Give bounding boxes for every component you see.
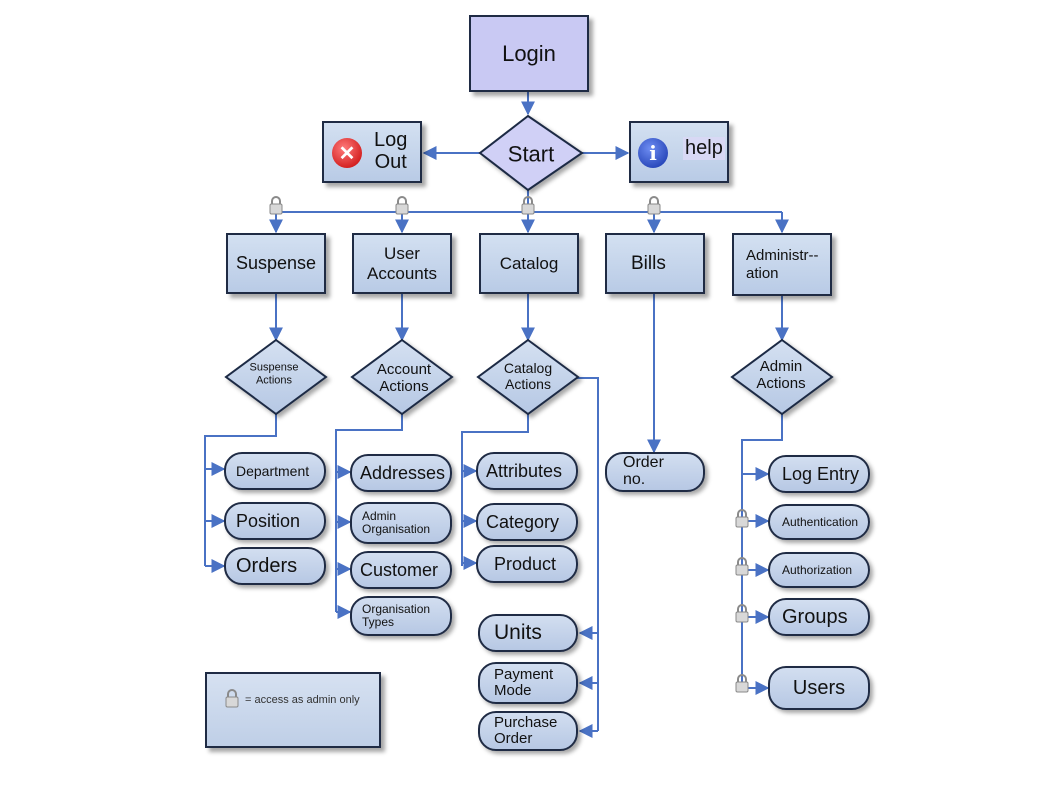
- start-diamond: [478, 114, 584, 192]
- organisation-types-pill[interactable]: Organisation Types: [350, 596, 452, 636]
- admin-organisation-pill[interactable]: Admin Organisation: [350, 502, 452, 544]
- orders-pill[interactable]: Orders: [224, 547, 326, 585]
- help-box[interactable]: i help: [629, 121, 729, 183]
- bills-label: Bills: [631, 252, 666, 274]
- legend-text: = access as admin only: [245, 694, 360, 706]
- category-pill[interactable]: Category: [476, 503, 578, 541]
- authentication-pill[interactable]: Authentication: [768, 504, 870, 540]
- help-label: help: [683, 137, 725, 160]
- lock-icon: [225, 689, 239, 708]
- login-label: Login: [502, 40, 556, 66]
- user-accounts-label-line1: User: [384, 243, 420, 263]
- info-icon: i: [638, 138, 668, 168]
- start-label: Start: [507, 141, 555, 167]
- user-accounts-box[interactable]: User Accounts: [352, 233, 452, 294]
- groups-pill[interactable]: Groups: [768, 598, 870, 636]
- catalog-actions-diamond: [476, 338, 580, 416]
- suspense-actions-label: Suspense Actions: [249, 361, 299, 386]
- administration-box[interactable]: Administr-- ation: [732, 233, 832, 296]
- catalog-label: Catalog: [499, 253, 559, 273]
- administration-label-line2: ation: [746, 264, 779, 282]
- admin-actions-label: Admin Actions: [756, 357, 806, 392]
- purchase-order-pill[interactable]: Purchase Order: [478, 711, 578, 751]
- legend-box: = access as admin only: [205, 672, 381, 748]
- user-accounts-label-line2: Accounts: [367, 263, 437, 283]
- payment-mode-pill[interactable]: Payment Mode: [478, 662, 578, 704]
- position-pill[interactable]: Position: [224, 502, 326, 540]
- lock-icon: [647, 196, 661, 215]
- catalog-box[interactable]: Catalog: [479, 233, 579, 294]
- connector-admin-trunk: [741, 414, 783, 688]
- logout-label-line1: Log: [374, 129, 408, 151]
- addresses-pill[interactable]: Addresses: [350, 454, 452, 492]
- login-box[interactable]: Login: [469, 15, 589, 92]
- admin-actions-diamond: [730, 338, 834, 416]
- authorization-pill[interactable]: Authorization: [768, 552, 870, 588]
- lock-icon: [395, 196, 409, 215]
- account-actions-label: Account Actions: [376, 360, 432, 395]
- connector-catalog-trunk-left: [461, 414, 529, 566]
- account-actions-diamond: [350, 338, 454, 416]
- bills-box[interactable]: Bills: [605, 233, 705, 294]
- catalog-actions-label: Catalog Actions: [503, 359, 553, 392]
- attributes-pill[interactable]: Attributes: [476, 452, 578, 490]
- suspense-label: Suspense: [235, 253, 317, 274]
- logout-box[interactable]: ✕ Log Out: [322, 121, 422, 183]
- suspense-box[interactable]: Suspense: [226, 233, 326, 294]
- log-entry-pill[interactable]: Log Entry: [768, 455, 870, 493]
- connector-suspense-trunk: [204, 414, 277, 566]
- customer-pill[interactable]: Customer: [350, 551, 452, 589]
- suspense-actions-diamond: [224, 338, 328, 416]
- order-no-pill[interactable]: Order no.: [605, 452, 705, 492]
- close-icon: ✕: [332, 138, 362, 168]
- units-pill[interactable]: Units: [478, 614, 578, 652]
- logout-label-line2: Out: [374, 151, 407, 173]
- lock-icon: [269, 196, 283, 215]
- product-pill[interactable]: Product: [476, 545, 578, 583]
- users-pill[interactable]: Users: [768, 666, 870, 710]
- administration-label-line1: Administr--: [746, 247, 819, 265]
- department-pill[interactable]: Department: [224, 452, 326, 490]
